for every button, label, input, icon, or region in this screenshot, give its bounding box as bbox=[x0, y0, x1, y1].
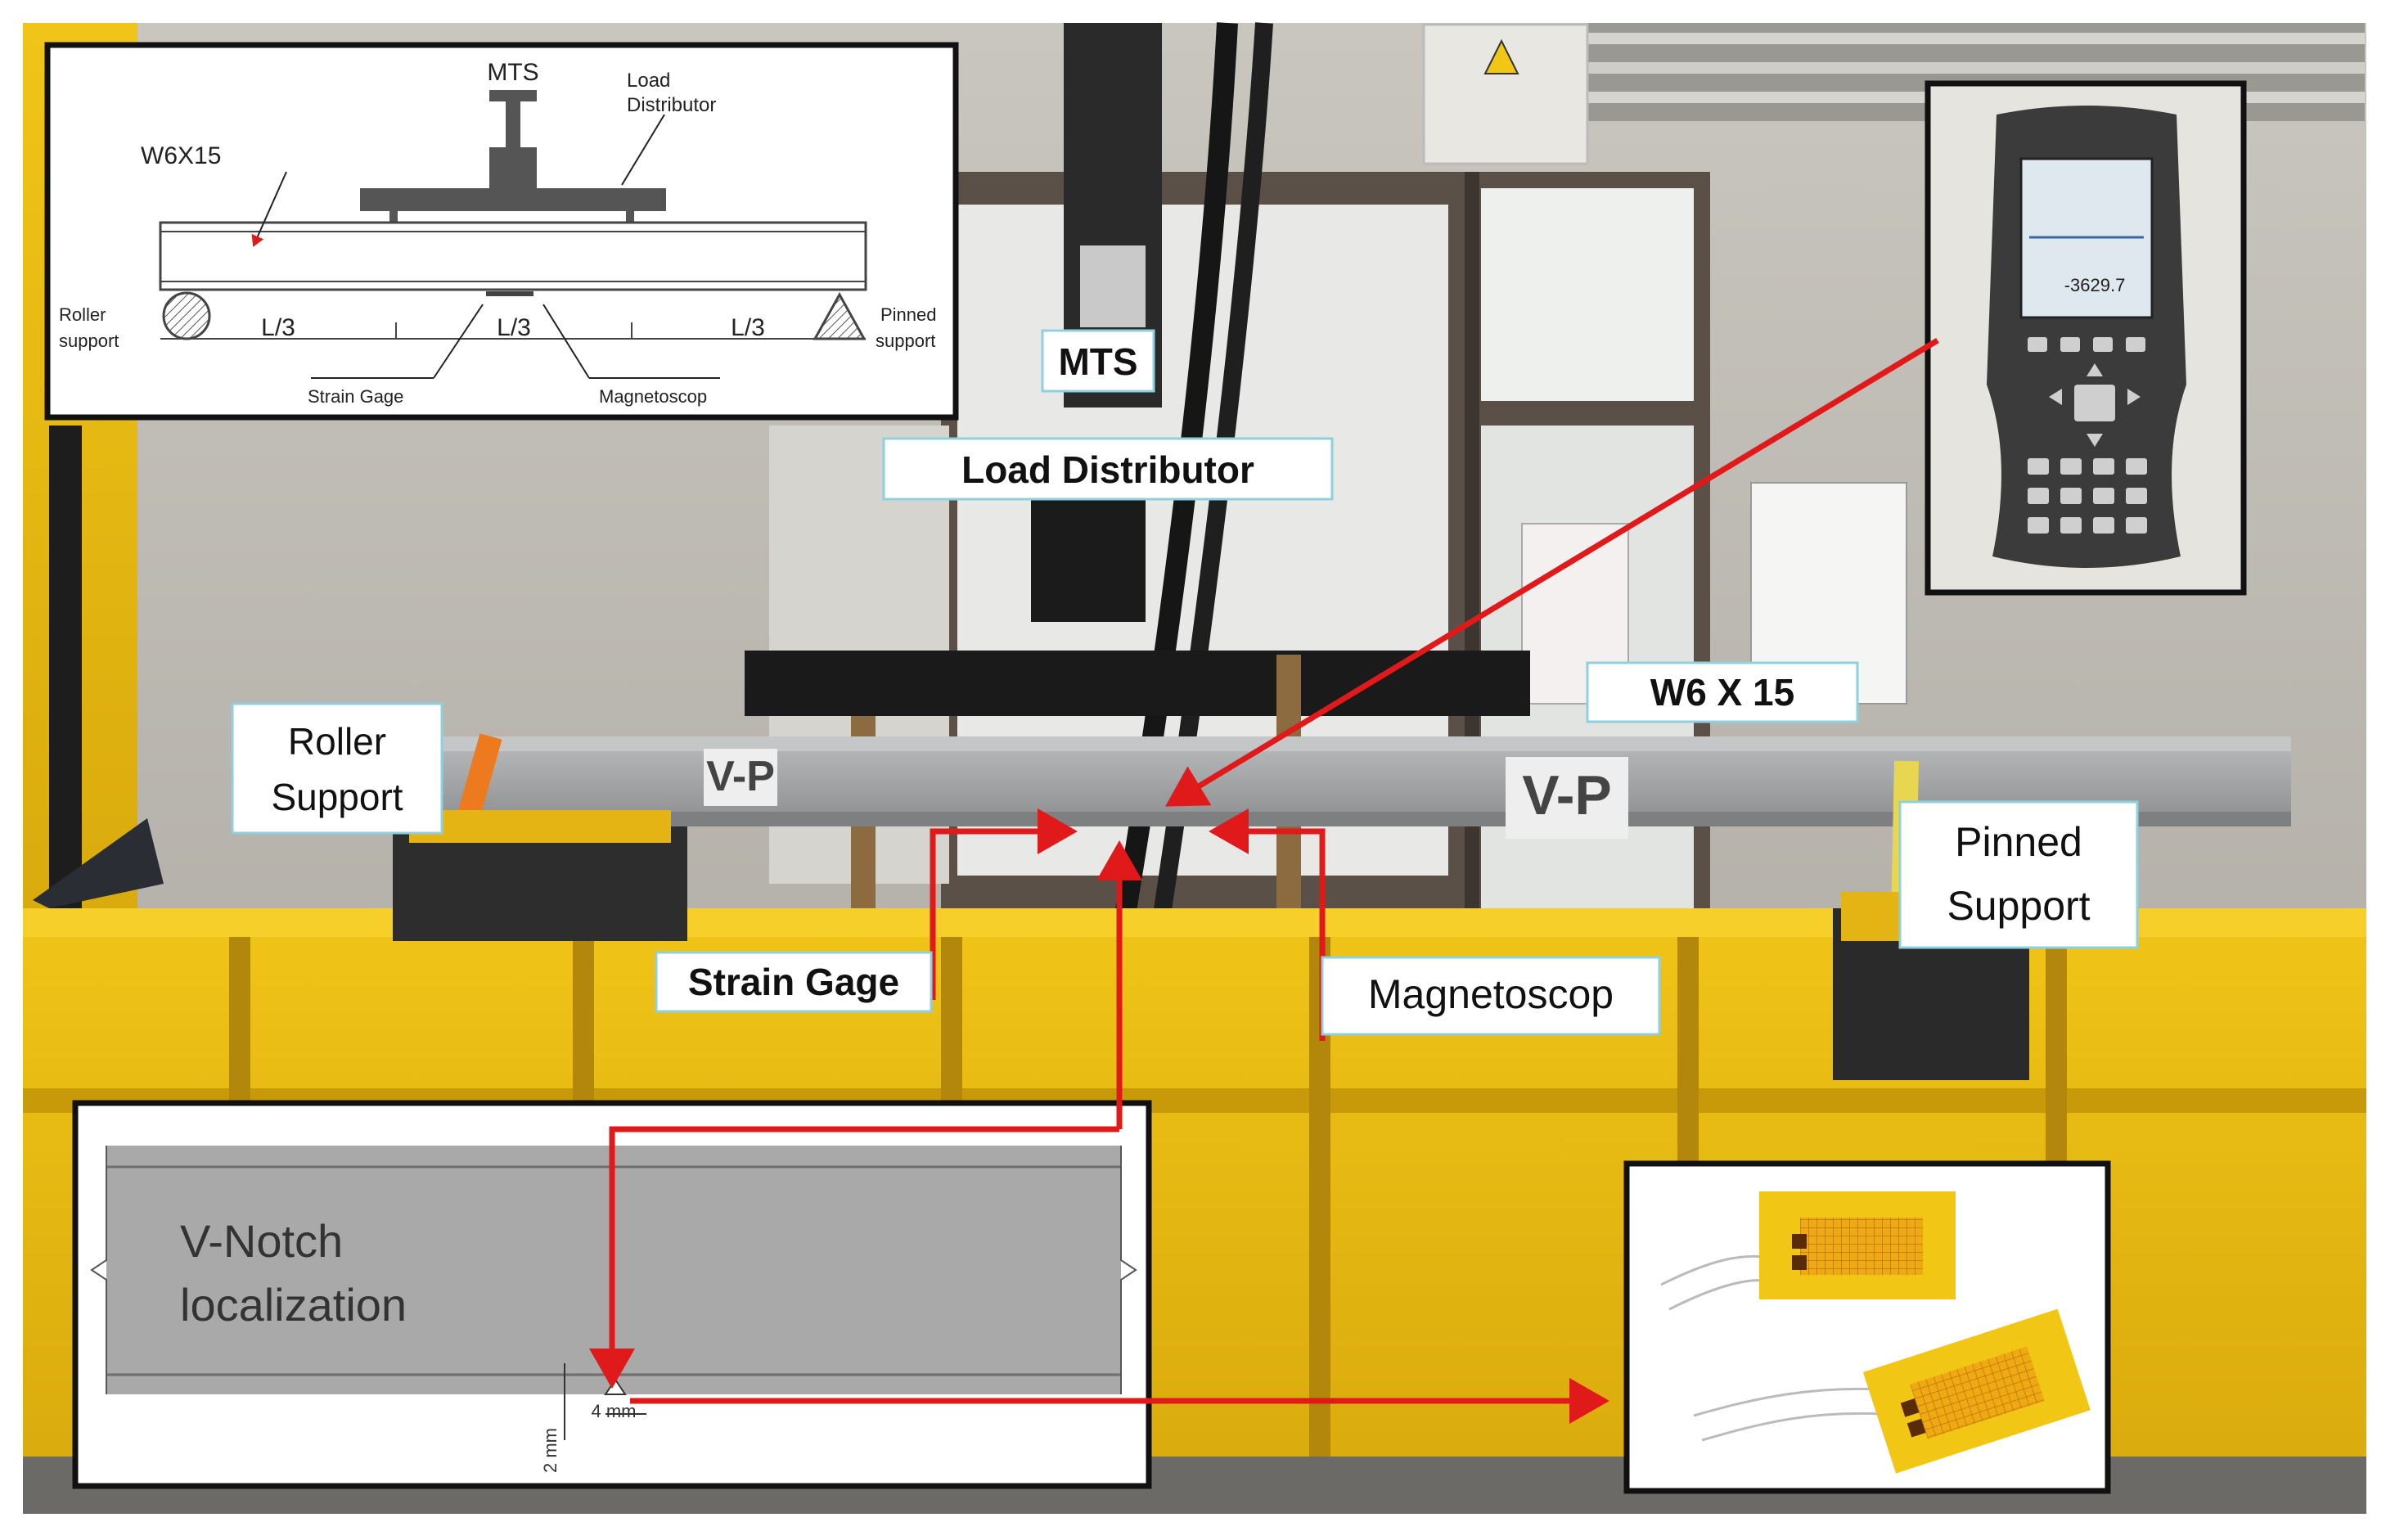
leader-beam bbox=[251, 171, 287, 247]
schematic-roller bbox=[162, 291, 211, 340]
arrow-strain-gage bbox=[930, 808, 1078, 1000]
label-strain-gage: Strain Gage bbox=[688, 961, 899, 1003]
label-box-magnetoscop bbox=[1321, 956, 1661, 1036]
schematic-beam-label: W6X15 bbox=[141, 142, 221, 169]
schematic-mts-label: MTS bbox=[487, 59, 538, 86]
schematic-roller-label-2: support bbox=[59, 331, 119, 351]
vnotch-title-1: V-Notch bbox=[180, 1215, 343, 1267]
label-pinned-support-2: Support bbox=[1947, 883, 2090, 929]
schematic-span-left: L/3 bbox=[261, 314, 295, 341]
label-box-strain-gage bbox=[655, 951, 933, 1013]
schematic-mts-symbol bbox=[489, 90, 537, 101]
warning-sign-icon bbox=[1483, 38, 1519, 74]
electrical-panel bbox=[1422, 23, 1589, 165]
label-roller-support-2: Support bbox=[271, 776, 403, 818]
inset-device: -3629.7 bbox=[1925, 80, 2247, 596]
device-reading: -3629.7 bbox=[2064, 275, 2126, 295]
label-w6x15: W6 X 15 bbox=[1650, 671, 1794, 714]
label-box-load-distributor bbox=[882, 437, 1334, 501]
schematic-span-right: L/3 bbox=[731, 314, 765, 341]
label-roller-support-1: Roller bbox=[288, 720, 386, 763]
roller-support-base bbox=[393, 826, 687, 941]
schematic-pinned-label-1: Pinned bbox=[880, 304, 937, 325]
inset-schematic: MTS Load Distributor W6X15 Roller suppor… bbox=[44, 42, 959, 421]
arrow-device-to-beam bbox=[1165, 338, 1939, 807]
label-pinned-support-1: Pinned bbox=[1955, 819, 2082, 865]
laptop bbox=[33, 818, 164, 908]
vp-tag-right bbox=[1506, 757, 1628, 839]
schematic-load-label-2: Distributor bbox=[627, 94, 716, 116]
label-box-mts bbox=[1041, 329, 1155, 393]
schematic-gage-marks bbox=[486, 291, 533, 296]
vp-text-right: V-P bbox=[1522, 764, 1612, 826]
schematic-beam bbox=[159, 221, 867, 291]
schematic-load-distributor bbox=[360, 188, 666, 211]
vnotch-title-2: localization bbox=[180, 1279, 407, 1331]
schematic-load-label-1: Load bbox=[627, 70, 670, 92]
vnotch-dim-width: 4 mm bbox=[592, 1401, 637, 1421]
strain-gage-2 bbox=[1862, 1308, 2091, 1474]
label-box-roller-support bbox=[231, 702, 443, 835]
label-box-w6x15 bbox=[1586, 661, 1859, 723]
schematic-strain-label: Strain Gage bbox=[308, 386, 403, 407]
photo-labels: MTS Load Distributor W6 X 15 Roller Supp… bbox=[231, 329, 2139, 1036]
leader-load bbox=[621, 114, 665, 186]
load-head bbox=[1031, 491, 1146, 622]
label-box-pinned-support bbox=[1898, 800, 2139, 949]
device-keypad bbox=[2028, 337, 2147, 534]
window-pane-top-right bbox=[1481, 188, 1694, 401]
vp-text-left: V-P bbox=[706, 753, 775, 800]
vp-tag-left bbox=[704, 749, 777, 806]
label-magnetoscop: Magnetoscop bbox=[1368, 971, 1614, 1017]
leader-magneto bbox=[542, 304, 590, 379]
schematic-span-mid: L/3 bbox=[497, 314, 531, 341]
callout-arrows bbox=[589, 338, 1939, 1424]
schematic-pinned-label-2: support bbox=[876, 331, 935, 351]
leader-strain bbox=[433, 304, 484, 379]
label-mts: MTS bbox=[1058, 340, 1137, 383]
vnotch-dim-depth: 2 mm bbox=[540, 1428, 560, 1473]
label-load-distributor: Load Distributor bbox=[961, 448, 1254, 491]
arrow-to-notch bbox=[589, 1126, 1119, 1389]
schematic-magneto-label: Magnetoscop bbox=[599, 386, 707, 407]
inset-strain-gages bbox=[1623, 1160, 2111, 1494]
load-distributor-beam bbox=[745, 651, 1530, 716]
schematic-roller-label-1: Roller bbox=[59, 304, 106, 325]
